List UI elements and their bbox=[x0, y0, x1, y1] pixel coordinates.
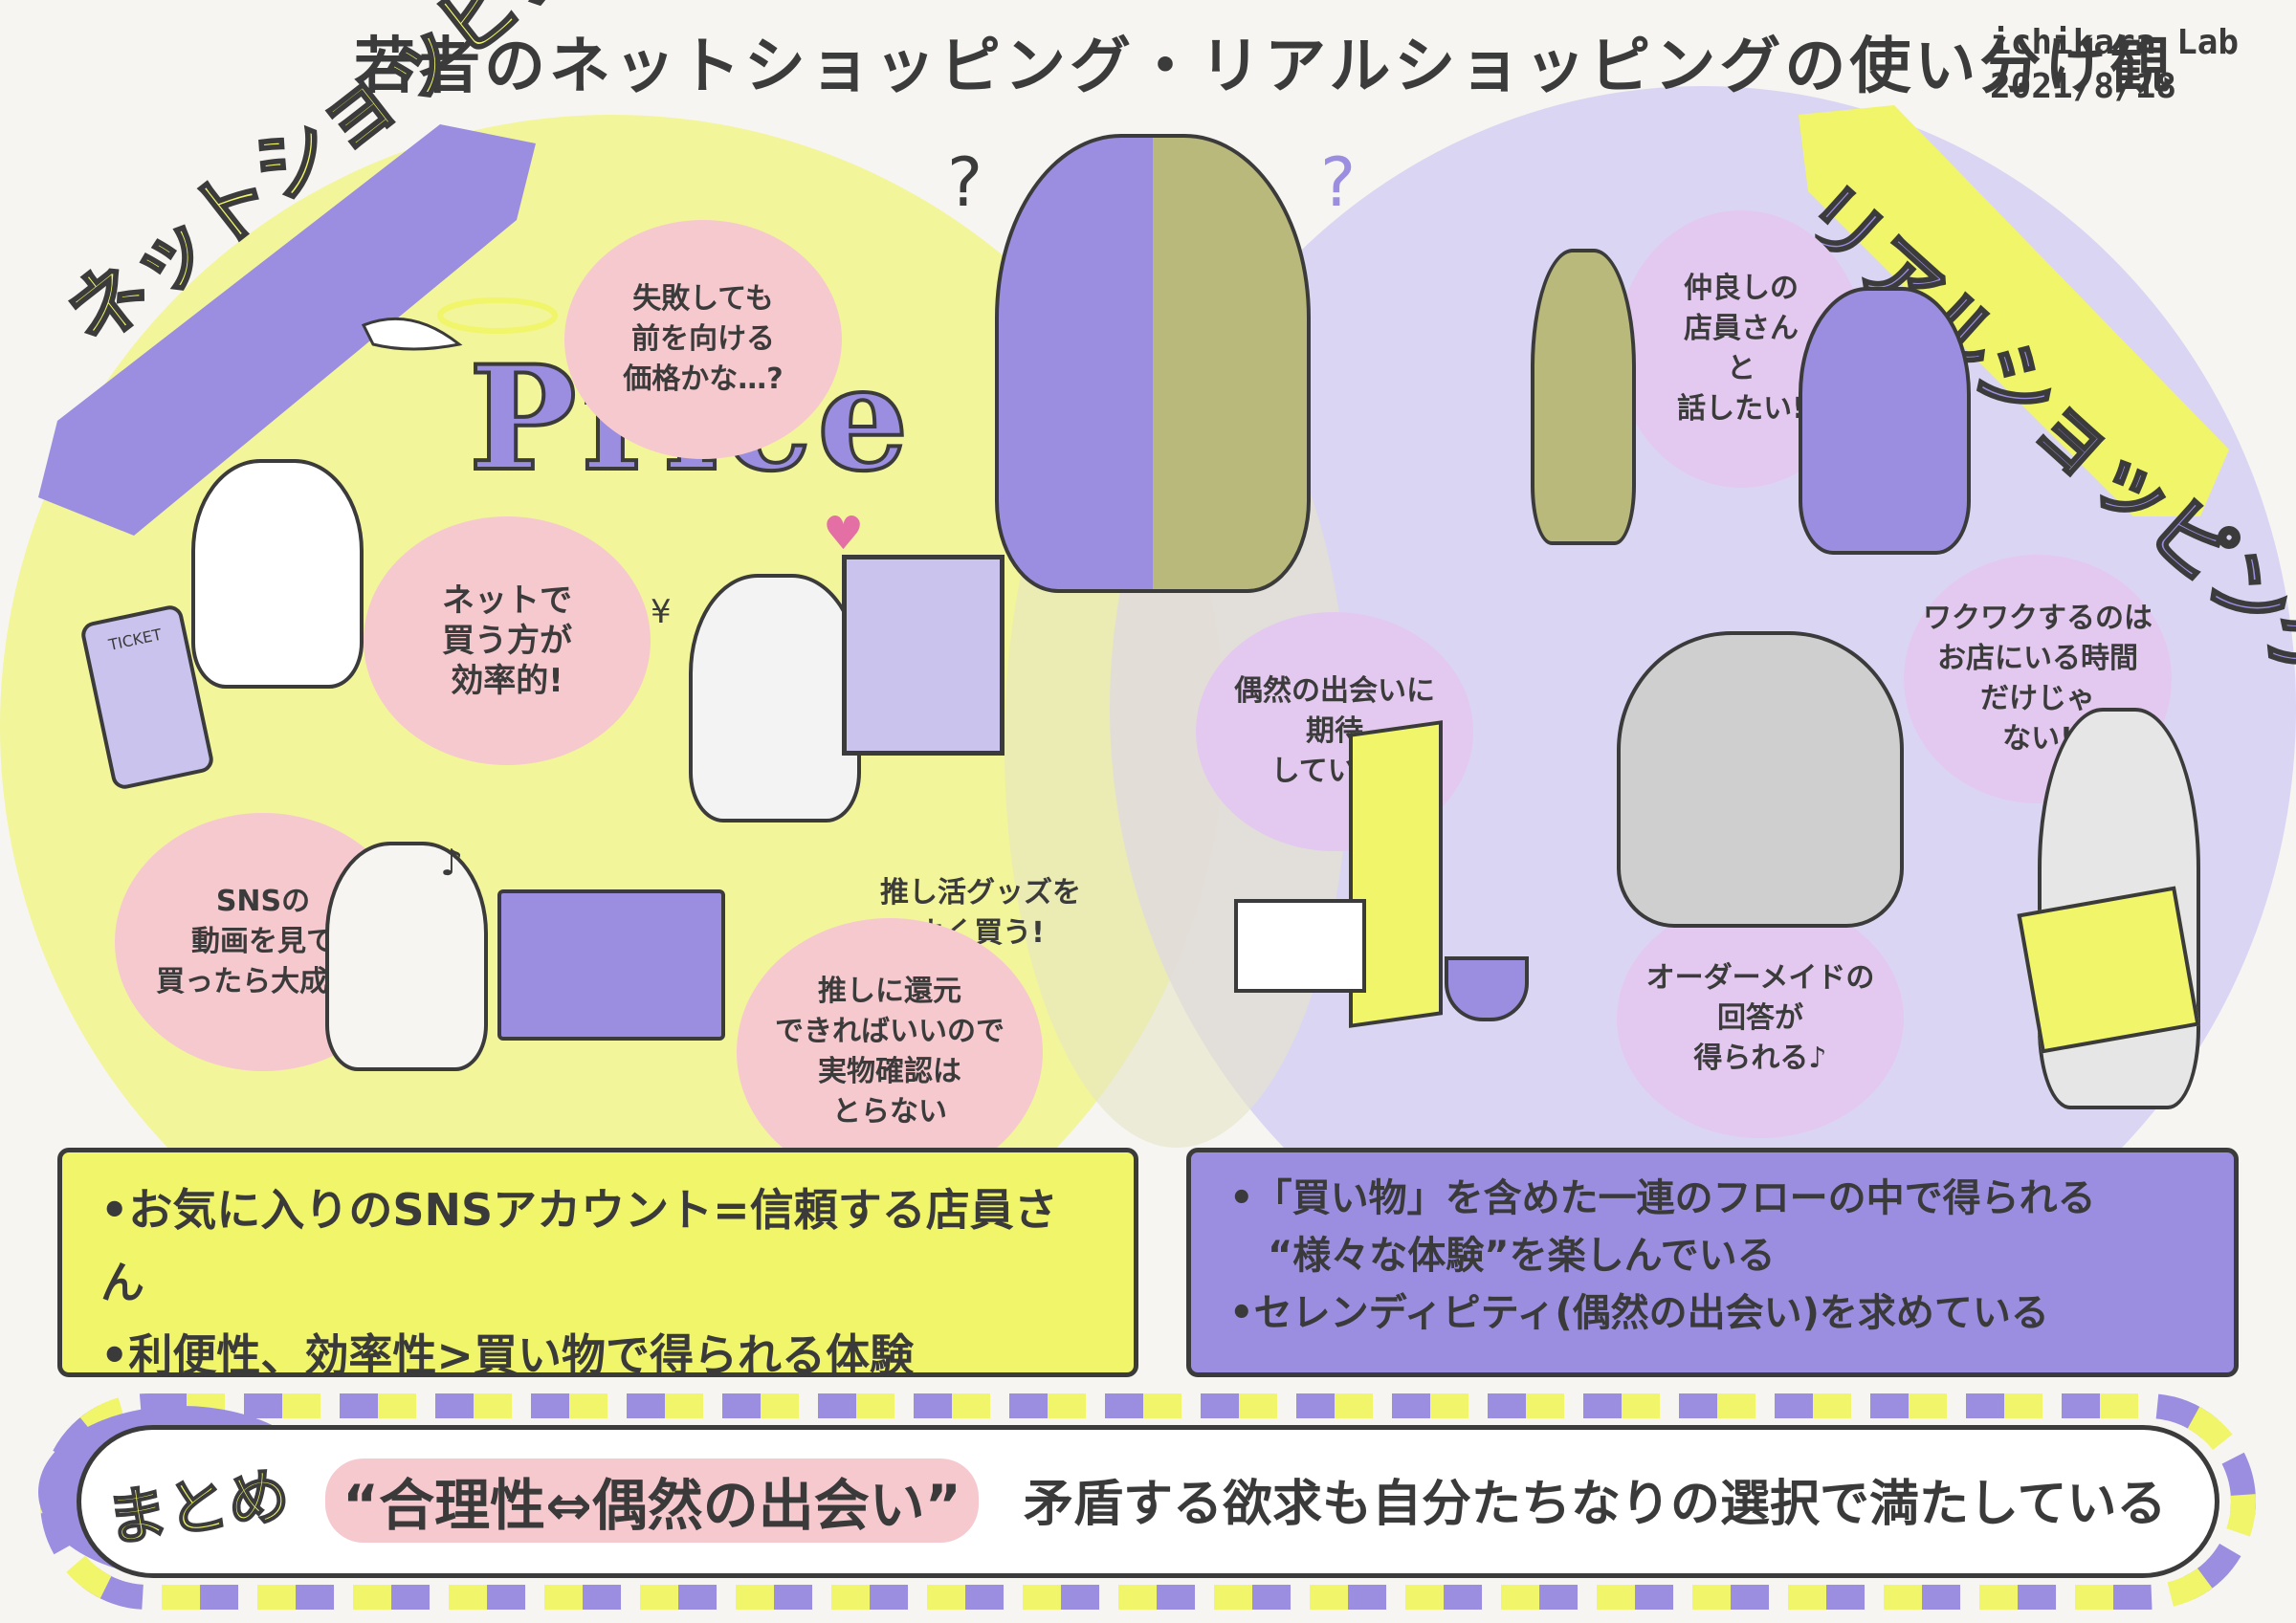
conclusion-text: 矛盾する欲求も自分たちなりの選択で満たしている bbox=[1024, 1476, 2167, 1533]
bubble-custom-answer: オーダーメイドの 回答が 得られる♪ bbox=[1617, 899, 1904, 1138]
staff-illustration bbox=[1531, 249, 1636, 545]
teacup-illustration bbox=[1445, 956, 1529, 1021]
net-summary-line-1: •お気に入りのSNSアカウント=信頼する店員さん bbox=[100, 1184, 1058, 1308]
shopping-bag-illustration bbox=[2017, 886, 2200, 1054]
customer-illustration bbox=[1799, 287, 1971, 555]
real-summary-line-3: •セレンディピティ(偶然の出会い)を求めている bbox=[1229, 1291, 2049, 1335]
halo-wings-icon bbox=[361, 297, 558, 351]
book-illustration bbox=[1234, 899, 1366, 993]
net-summary-box: •お気に入りのSNSアカウント=信頼する店員さん •利便性、効率性>買い物で得ら… bbox=[57, 1148, 1138, 1381]
women-shrugging-illustration bbox=[995, 134, 1311, 593]
bubble-efficient: ネットで 買う方が 効率的! bbox=[364, 516, 651, 765]
net-summary-line-2: •利便性、効率性>買い物で得られる体験 bbox=[100, 1329, 914, 1381]
bubble-exciting: ワクワクするのは お店にいる時間 だけじゃ ない! bbox=[1904, 555, 2172, 803]
real-summary-box: •「買い物」を含めた一連のフローの中で得られる “様々な体験”を楽しんでいる •… bbox=[1186, 1148, 2239, 1377]
ticket-label: TICKET bbox=[106, 625, 164, 654]
real-summary-line-1: •「買い物」を含めた一連のフローの中で得られる bbox=[1229, 1176, 2096, 1220]
man-with-laptop-illustration bbox=[325, 842, 488, 1071]
music-note-icon: ♪ bbox=[440, 842, 464, 884]
photo-frame bbox=[842, 555, 1004, 756]
question-mark-icon-left: ? bbox=[947, 143, 983, 222]
real-summary-line-2: “様々な体験”を楽しんでいる bbox=[1268, 1234, 1776, 1278]
bubble-oshi-return: 推しに還元 できればいいので 実物確認は とらない bbox=[737, 918, 1043, 1186]
conclusion-highlight: “合理性⇔偶然の出会い” bbox=[325, 1459, 979, 1543]
brand-date: 2021/8/18 bbox=[1990, 67, 2177, 106]
shop-staff-with-dress-illustration bbox=[1617, 631, 1904, 928]
page-title: 若者のネットショッピング・リアルショッピングの使い分け観 bbox=[354, 32, 2175, 102]
brand-name: ichikara Lab bbox=[1990, 23, 2240, 62]
laptop-illustration bbox=[497, 889, 725, 1041]
bubble-price: 失敗しても 前を向ける 価格かな…? bbox=[564, 220, 842, 459]
heart-icon: ♥ bbox=[823, 507, 865, 560]
yen-coin-icon: ¥ bbox=[651, 593, 672, 631]
woman-with-photo-illustration bbox=[689, 574, 861, 822]
brand-block: ichikara Lab 2021/8/18 bbox=[1990, 21, 2239, 109]
man-with-phone-illustration bbox=[191, 459, 364, 689]
question-mark-icon-right: ? bbox=[1320, 143, 1357, 222]
